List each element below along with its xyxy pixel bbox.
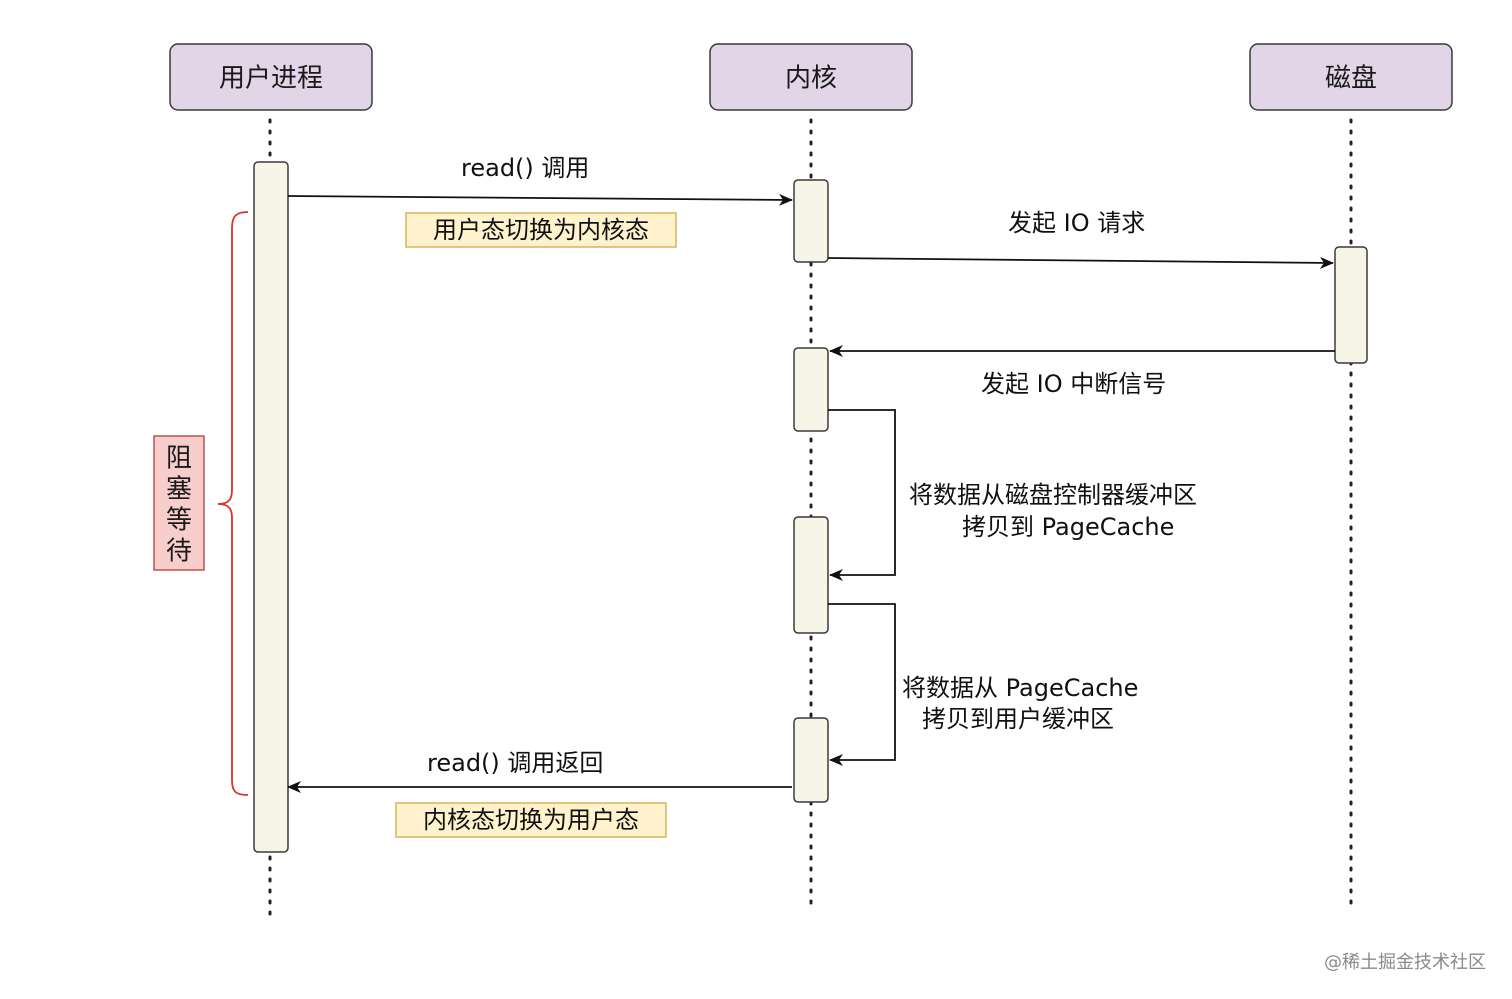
participant-disk: 磁盘 [1249, 43, 1453, 111]
io-interrupt-label: 发起 IO 中断信号 [981, 370, 1166, 398]
watermark: @稀土掘金技术社区 [1324, 952, 1486, 973]
user-process-activation [253, 161, 289, 853]
participant-user-process: 用户进程 [169, 43, 373, 111]
kernel-activation-1 [793, 179, 829, 263]
note-kernel-to-user: 内核态切换为用户态 [395, 802, 667, 838]
kernel-activation-2 [793, 347, 829, 432]
disk-activation [1334, 246, 1368, 364]
blocking-wait-label: 阻 塞 等 待 [153, 435, 205, 571]
kernel-activation-4 [793, 717, 829, 803]
participant-kernel-label: 内核 [785, 64, 837, 94]
note-kernel-to-user-label: 内核态切换为用户态 [423, 806, 639, 834]
copy-to-pagecache-label-line1: 将数据从磁盘控制器缓冲区 [909, 481, 1197, 509]
blocking-char-4: 待 [166, 537, 192, 567]
copy-to-pagecache-arrow [828, 409, 896, 581]
copy-to-user-buffer-arrow [828, 603, 896, 766]
blocking-char-2: 塞 [166, 475, 192, 505]
blocking-brace [217, 211, 249, 796]
note-user-to-kernel-label: 用户态切换为内核态 [433, 216, 649, 244]
read-call-label: read() 调用 [461, 154, 589, 182]
io-request-label: 发起 IO 请求 [1008, 209, 1145, 237]
blocking-char-1: 阻 [166, 444, 192, 474]
read-return-label: read() 调用返回 [427, 749, 603, 777]
participant-disk-label: 磁盘 [1325, 64, 1377, 94]
read-call-arrow [287, 193, 793, 206]
kernel-activation-3 [793, 516, 829, 634]
note-user-to-kernel: 用户态切换为内核态 [405, 212, 677, 248]
copy-to-user-buffer-label-line2: 拷贝到用户缓冲区 [922, 705, 1114, 733]
io-request-arrow [827, 256, 1334, 269]
copy-to-pagecache-label-line2: 拷贝到 PageCache [962, 513, 1174, 541]
participant-user-process-label: 用户进程 [219, 64, 323, 94]
blocking-char-3: 等 [166, 506, 192, 536]
copy-to-user-buffer-label-line1: 将数据从 PageCache [902, 674, 1138, 702]
participant-kernel: 内核 [709, 43, 913, 111]
